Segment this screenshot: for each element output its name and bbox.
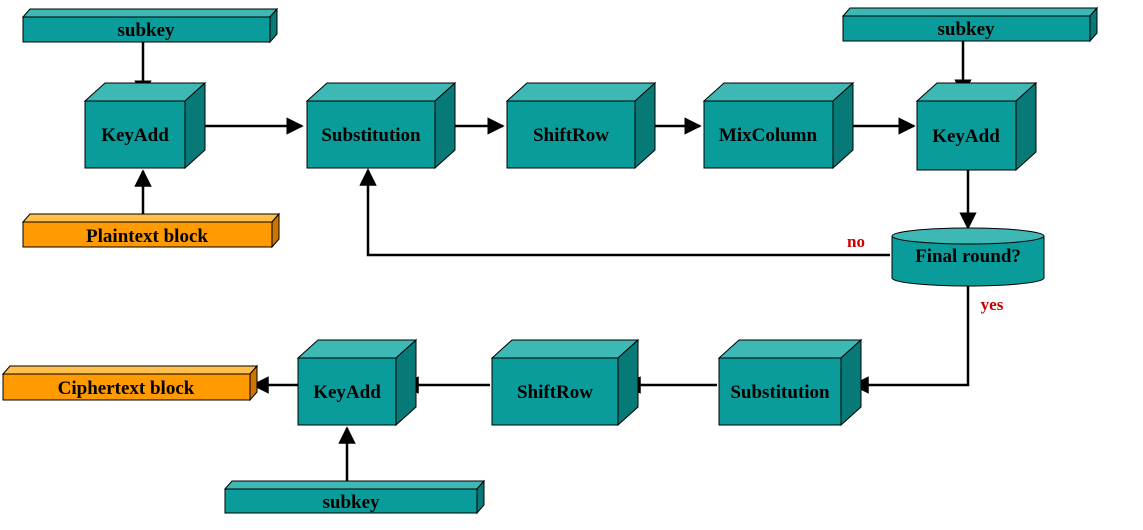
substitution-box-bottom: Substitution [717, 338, 863, 427]
final-round-label: Final round? [915, 246, 1021, 267]
edge-final-round-no-loop [359, 168, 890, 257]
ciphertext-label: Ciphertext block [58, 378, 195, 399]
final-round-decision: Final round? [891, 227, 1045, 287]
mixcolumn-label: MixColumn [719, 125, 818, 146]
substitution-box-top: Substitution [305, 81, 457, 170]
substitution-label-top: Substitution [321, 125, 421, 146]
shiftrow-box-bottom: ShiftRow [490, 338, 640, 427]
keyadd-label-right: KeyAdd [932, 126, 1000, 147]
edge-label-no: no [847, 232, 865, 251]
ciphertext-block: Ciphertext block [1, 364, 259, 402]
keyadd-label-bottom: KeyAdd [313, 382, 381, 403]
edge-final-round-yes [851, 286, 970, 394]
keyadd-box-left: KeyAdd [83, 81, 207, 170]
shiftrow-label-top: ShiftRow [533, 125, 609, 146]
edge-label-yes: yes [981, 295, 1004, 314]
keyadd-label-left: KeyAdd [101, 125, 169, 146]
connectors [134, 40, 977, 484]
shiftrow-box-top: ShiftRow [505, 81, 657, 170]
subkey-label-top-right: subkey [937, 19, 995, 40]
shiftrow-label-bottom: ShiftRow [517, 382, 593, 403]
mixcolumn-box: MixColumn [702, 81, 855, 170]
subkey-label-bottom: subkey [322, 492, 380, 513]
subkey-label-top-left: subkey [117, 20, 175, 41]
subkey-block-top-left: subkey [21, 7, 279, 44]
substitution-label-bottom: Substitution [730, 382, 830, 403]
keyadd-box-right: KeyAdd [915, 81, 1038, 172]
subkey-block-top-right: subkey [841, 6, 1099, 43]
plaintext-label: Plaintext block [86, 226, 208, 247]
subkey-block-bottom: subkey [223, 479, 486, 515]
plaintext-block: Plaintext block [21, 212, 281, 249]
keyadd-box-bottom: KeyAdd [296, 338, 418, 427]
